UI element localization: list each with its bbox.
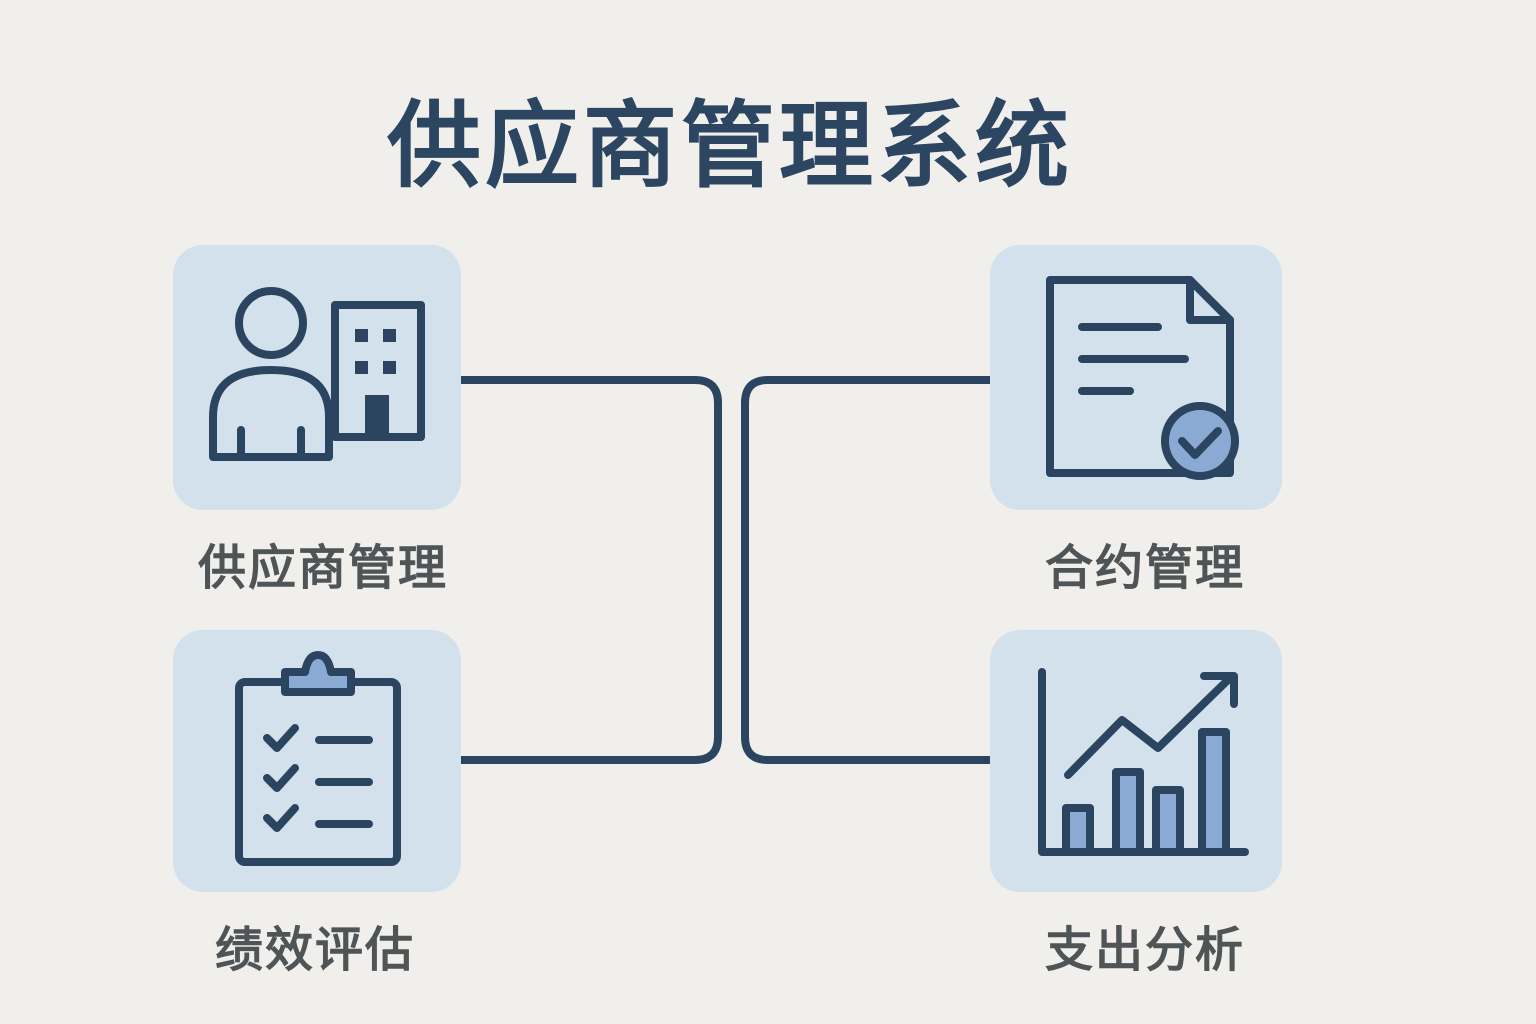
- supplier-building-icon: [209, 287, 425, 461]
- label-supplier-management: 供应商管理: [197, 540, 448, 596]
- tile-contract-management[interactable]: [990, 245, 1282, 510]
- tile-supplier-management[interactable]: [173, 245, 461, 510]
- page-title: 供应商管理系统: [386, 92, 1073, 201]
- tile-performance-evaluation[interactable]: [173, 630, 461, 892]
- clipboard-checklist-icon: [235, 651, 401, 866]
- contract-check-icon: [1046, 276, 1239, 480]
- tile-spend-analysis[interactable]: [990, 630, 1282, 892]
- label-performance-evaluation: 绩效评估: [214, 922, 415, 978]
- spend-chart-icon: [1038, 668, 1249, 856]
- right-connector: [741, 376, 992, 764]
- label-spend-analysis: 支出分析: [1044, 922, 1245, 978]
- label-contract-management: 合约管理: [1044, 540, 1245, 596]
- left-connector: [460, 376, 722, 764]
